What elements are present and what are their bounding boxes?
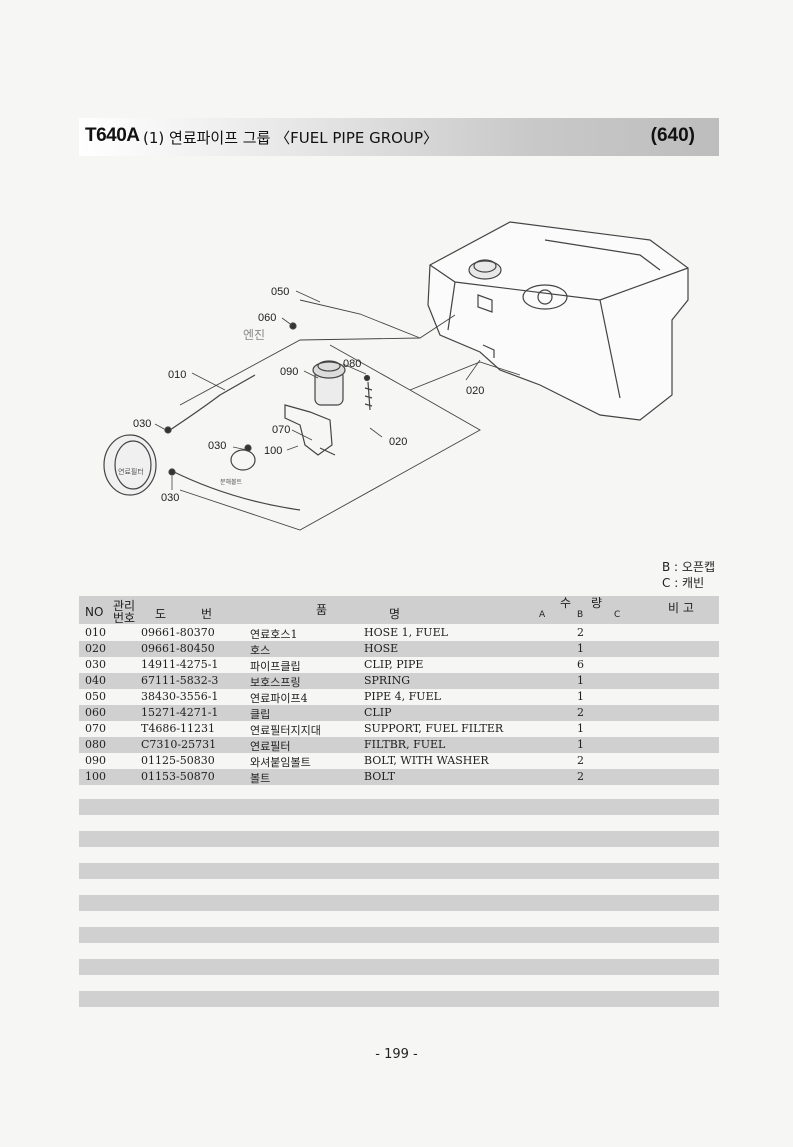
group-title: (1) 연료파이프 그룹 〈FUEL PIPE GROUP〉 [143, 129, 438, 147]
callout-070: 070 [272, 424, 290, 436]
header-drawing-2: 번 [201, 607, 213, 621]
tank-cap [468, 260, 502, 280]
empty-row-stripe [79, 927, 719, 943]
model-code: T640A [85, 125, 140, 146]
header-mgmt-bottom: 번호 [113, 611, 136, 625]
callout-020-a: 020 [389, 436, 407, 448]
engine-label: 엔진 [243, 328, 265, 342]
legend-c: C : 캐빈 [662, 576, 705, 590]
header-name-1: 품 [316, 603, 328, 617]
callout-010: 010 [168, 369, 186, 381]
table-header: NO 관리 번호 도 번 품 명 수 량 A B C 비 고 [79, 596, 719, 625]
callout-060: 060 [258, 312, 276, 324]
header-qty-c: C [614, 610, 621, 620]
header-qty-1: 수 [560, 596, 572, 610]
callout-030-c: 030 [161, 492, 179, 504]
empty-row-stripe [79, 991, 719, 1007]
drain-bolt-label: 분해볼트 [220, 478, 243, 486]
callout-030-b: 030 [208, 440, 226, 452]
empty-row-stripe [79, 895, 719, 911]
tank-gauge [522, 284, 568, 310]
empty-row-stripe [79, 831, 719, 847]
pre-filter-label: 연료필터 [118, 467, 144, 476]
header-band [79, 118, 719, 156]
spring [364, 381, 373, 411]
callout-030-a: 030 [133, 418, 151, 430]
page-number: - 199 - [375, 1047, 418, 1062]
callout-020-b: 020 [466, 385, 484, 397]
pre-filter [103, 434, 157, 496]
legend-b: B : 오픈캡 [662, 560, 716, 574]
empty-row-stripe [79, 799, 719, 815]
header-remarks: 비 고 [668, 601, 694, 615]
filter-bracket [284, 404, 333, 456]
callout-080: 080 [343, 358, 361, 370]
header-no: NO [85, 605, 104, 619]
callout-090: 090 [280, 366, 298, 378]
header-drawing-1: 도 [155, 607, 167, 621]
empty-row-stripe [79, 863, 719, 879]
callout-100: 100 [264, 445, 282, 457]
header-qty-b: B [577, 610, 584, 620]
exploded-diagram: 050 060 010 090 080 070 030 100 030 030 … [103, 221, 689, 531]
header-mgmt-top: 관리 [113, 599, 136, 613]
group-code: (640) [650, 125, 695, 146]
callout-050: 050 [271, 286, 289, 298]
header-name-2: 명 [389, 607, 401, 621]
header-qty-2: 량 [591, 596, 603, 610]
drain-bolt [230, 449, 256, 471]
empty-row-stripe [79, 959, 719, 975]
header-qty-a: A [539, 610, 546, 620]
